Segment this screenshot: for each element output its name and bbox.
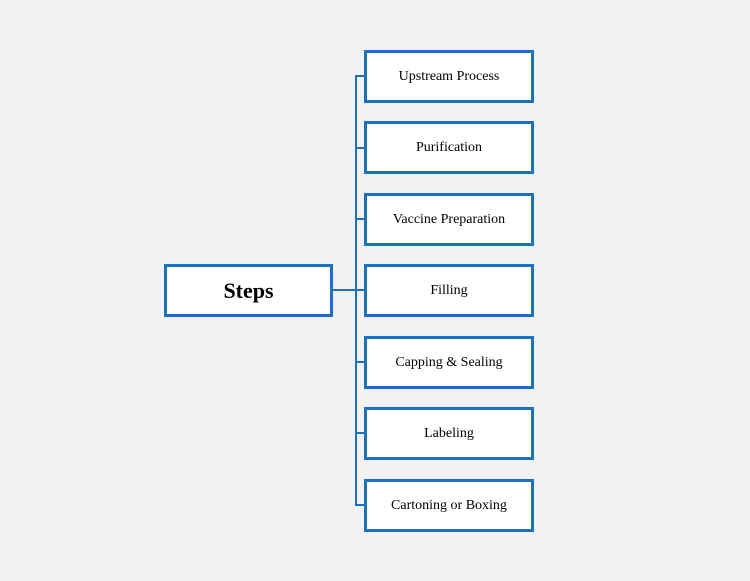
step-node-labeling: Labeling — [364, 407, 534, 460]
step-node-purification: Purification — [364, 121, 534, 174]
step-label: Capping & Sealing — [395, 354, 503, 370]
step-label: Cartoning or Boxing — [391, 497, 507, 513]
branch-connector-filling — [355, 289, 365, 291]
root-node: Steps — [164, 264, 333, 317]
branch-connector-upstream-process — [355, 75, 365, 77]
step-label: Vaccine Preparation — [392, 211, 506, 227]
step-node-vaccine-preparation: Vaccine Preparation — [364, 193, 534, 246]
branch-connector-purification — [355, 147, 365, 149]
step-node-upstream-process: Upstream Process — [364, 50, 534, 103]
root-connector — [333, 289, 356, 291]
step-node-filling: Filling — [364, 264, 534, 317]
step-node-cartoning-boxing: Cartoning or Boxing — [364, 479, 534, 532]
step-label: Labeling — [424, 425, 474, 441]
step-node-capping-sealing: Capping & Sealing — [364, 336, 534, 389]
branch-connector-cartoning-boxing — [355, 504, 365, 506]
branch-connector-labeling — [355, 432, 365, 434]
root-node-label: Steps — [223, 277, 274, 303]
branch-connector-vaccine-preparation — [355, 218, 365, 220]
step-label: Filling — [430, 282, 468, 298]
step-label: Purification — [415, 139, 483, 155]
branch-connector-capping-sealing — [355, 361, 365, 363]
step-label: Upstream Process — [398, 68, 500, 84]
